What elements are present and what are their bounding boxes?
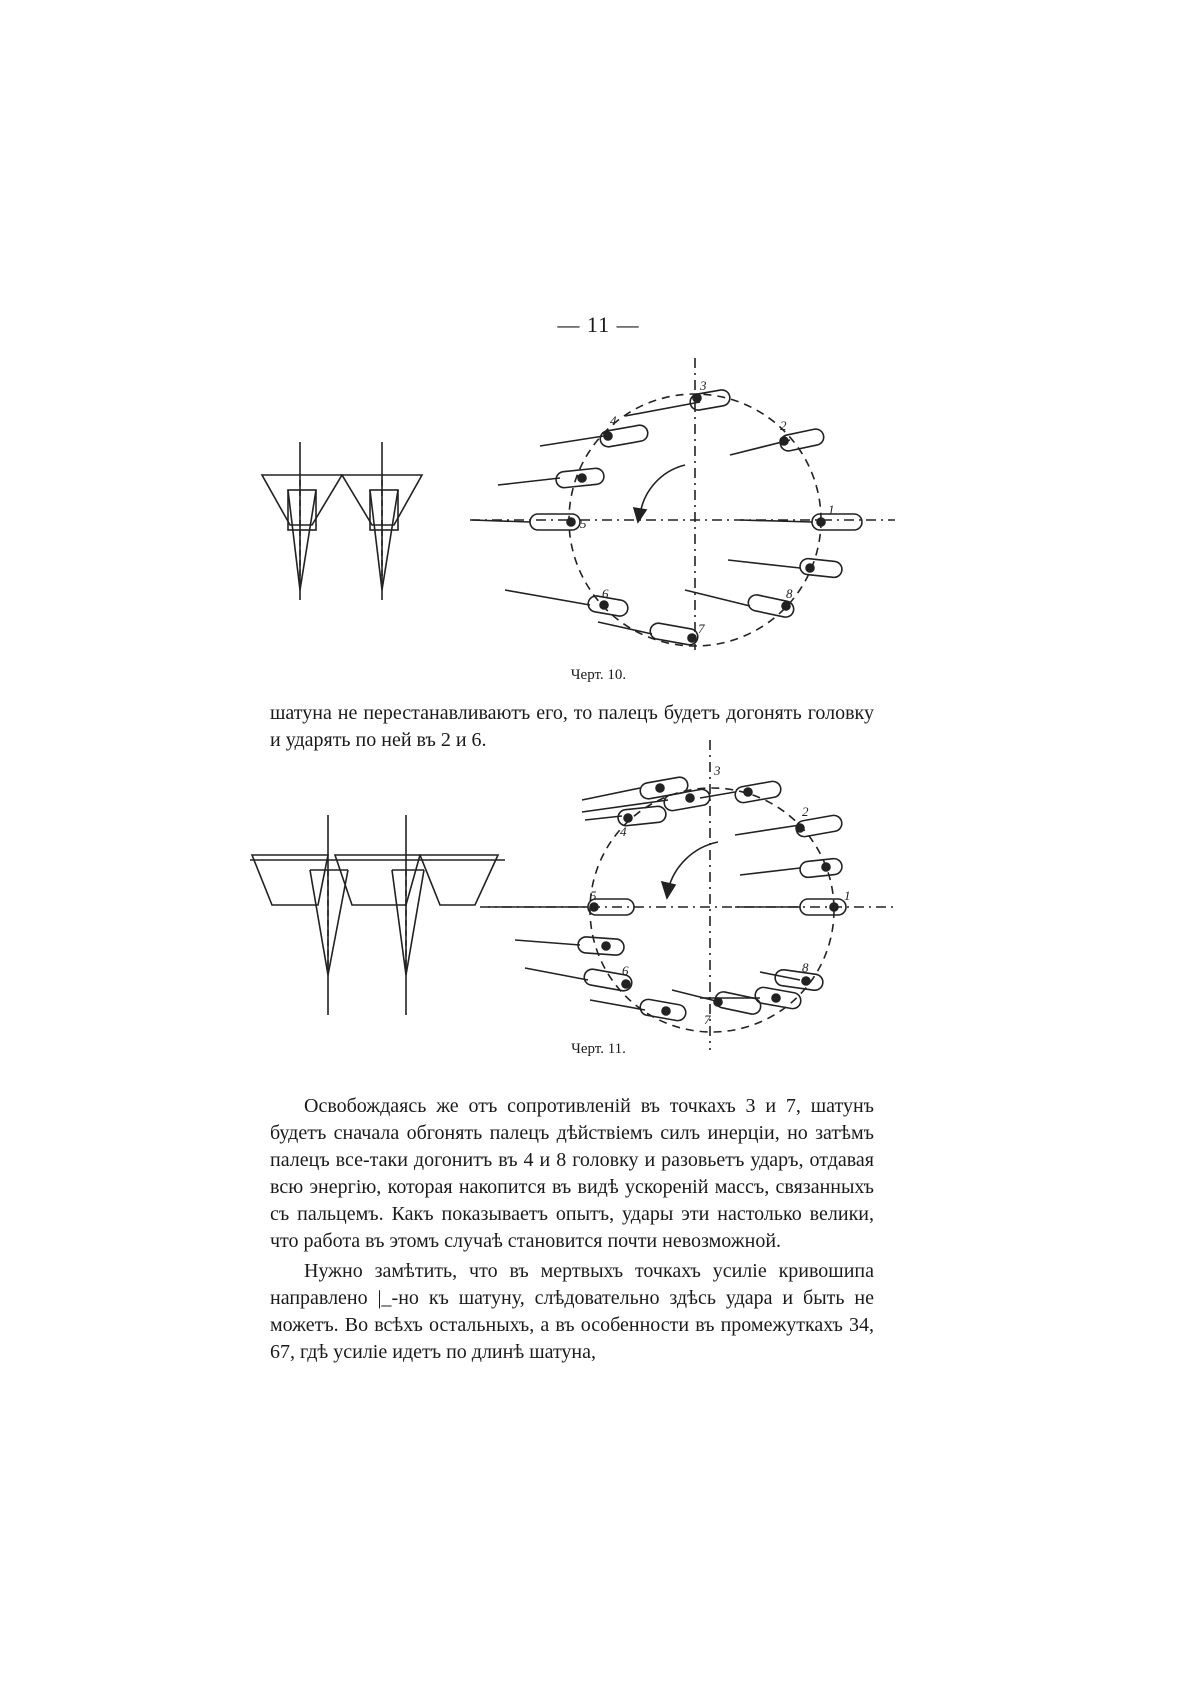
paragraph-continuation: шатуна не перестанавливаютъ его, то пале… — [270, 700, 874, 754]
paragraph-text: Освобождаясь же отъ сопротивленій въ точ… — [270, 1095, 874, 1252]
fig10-label-5: 5 — [580, 516, 587, 531]
figure-10-drawing: 1 2 3 4 5 6 7 8 — [260, 358, 895, 650]
fig11-label-6: 6 — [622, 963, 629, 978]
paragraph-text: шатуна не перестанавливаютъ его, то пале… — [270, 702, 874, 751]
paragraph-text: Нужно замѣтить, что въ мертвыхъ точкахъ … — [270, 1260, 874, 1363]
figure-10: 1 2 3 4 5 6 7 8 — [0, 350, 1197, 650]
figure-11-caption: Черт. 11. — [571, 1041, 626, 1057]
fig11-label-2: 2 — [802, 804, 809, 819]
fig11-label-3: 3 — [713, 763, 721, 778]
fig10-label-6: 6 — [602, 586, 609, 601]
fig11-label-4: 4 — [620, 824, 627, 839]
fig10-label-7: 7 — [698, 621, 705, 636]
page-number: — 11 — — [557, 312, 640, 337]
fig10-label-2: 2 — [780, 418, 787, 433]
fig11-label-8: 8 — [802, 960, 809, 975]
fig10-label-3: 3 — [699, 378, 707, 393]
fig10-label-1: 1 — [828, 502, 835, 517]
fig11-label-1: 1 — [844, 888, 851, 903]
fig11-label-7: 7 — [704, 1012, 711, 1027]
figure-11: 1 2 3 4 5 6 7 8 — [0, 740, 1197, 1050]
figure-10-caption: Черт. 10. — [570, 667, 627, 683]
figure-11-drawing: 1 2 3 4 5 6 7 8 — [250, 740, 895, 1050]
fig10-label-4: 4 — [610, 413, 617, 428]
fig10-label-8: 8 — [786, 586, 793, 601]
fig11-label-5: 5 — [590, 888, 597, 903]
paragraph-main: Освобождаясь же отъ сопротивленій въ точ… — [270, 1093, 874, 1255]
paragraph-dead-points: Нужно замѣтить, что въ мертвыхъ точкахъ … — [270, 1258, 874, 1366]
